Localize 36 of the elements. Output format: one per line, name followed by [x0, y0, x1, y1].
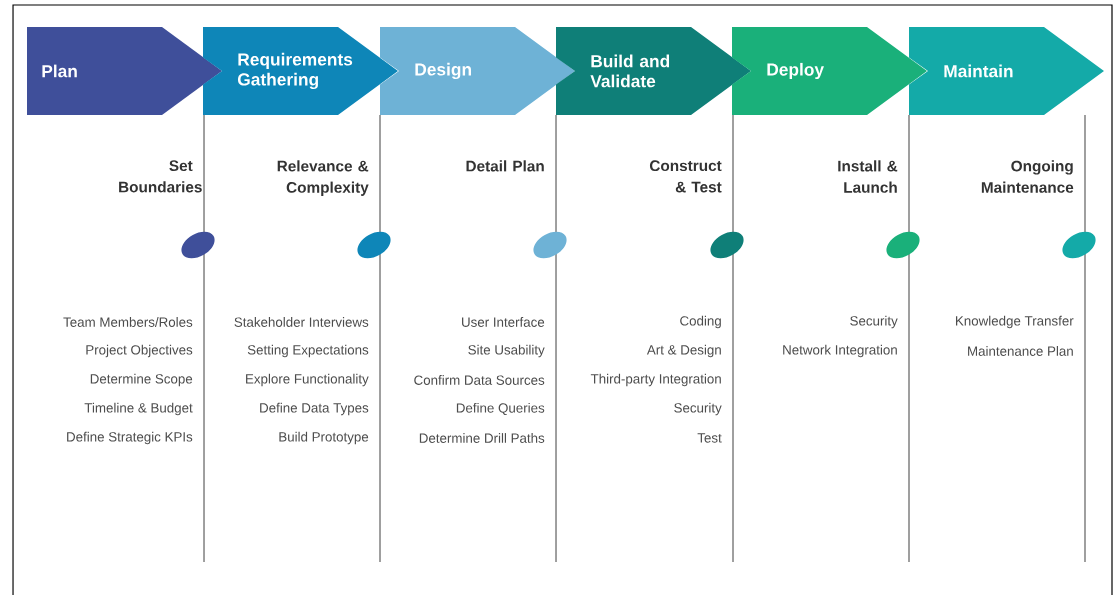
- task-item: Knowledge Transfer: [956, 315, 1074, 329]
- task-item: Maintenance Plan: [968, 346, 1073, 356]
- phase-banner: Deploy: [732, 27, 927, 115]
- phase-banner: Build and Validate: [556, 27, 751, 115]
- task-item: Third-party Integration: [590, 373, 721, 387]
- task-item: Setting Expectations: [247, 344, 369, 358]
- phase-heading: Ongoing Maintenance: [981, 160, 1074, 193]
- phase-heading: Relevance & Complexity: [277, 160, 369, 196]
- phase-heading: Set Boundaries: [119, 160, 202, 193]
- phase-banner: Requirements Gathering: [203, 27, 398, 115]
- task-item: User Interface: [462, 317, 545, 327]
- phase-heading: Construct & Test: [649, 160, 722, 193]
- task-item: Determine Drill Paths: [419, 433, 545, 443]
- task-item: Test: [697, 433, 722, 443]
- task-item: Team Members/Roles: [63, 317, 193, 327]
- phase-heading: Detail Plan: [466, 160, 544, 172]
- task-item: Site Usability: [468, 344, 545, 358]
- task-item: Build Prototype: [279, 431, 369, 445]
- task-item: Define Data Types: [260, 402, 369, 416]
- task-item: Coding: [680, 315, 721, 329]
- task-item: Explore Functionality: [246, 373, 369, 387]
- task-item: Project Objectives: [86, 344, 193, 358]
- phase-banner: Plan: [27, 27, 222, 115]
- phase-banner: Design: [380, 27, 575, 115]
- task-item: Define Strategic KPIs: [67, 431, 193, 445]
- task-item: Determine Scope: [90, 373, 193, 387]
- task-item: Define Queries: [456, 402, 545, 416]
- task-item: Confirm Data Sources: [414, 375, 545, 385]
- phase-heading: Install & Launch: [838, 160, 898, 193]
- task-item: Network Integration: [783, 344, 897, 358]
- task-item: Security: [674, 402, 722, 416]
- task-item: Timeline & Budget: [84, 402, 193, 416]
- task-item: Stakeholder Interviews: [234, 317, 369, 327]
- task-item: Art & Design: [646, 344, 721, 358]
- task-item: Security: [850, 315, 898, 329]
- phase-banner: Maintain: [909, 27, 1104, 115]
